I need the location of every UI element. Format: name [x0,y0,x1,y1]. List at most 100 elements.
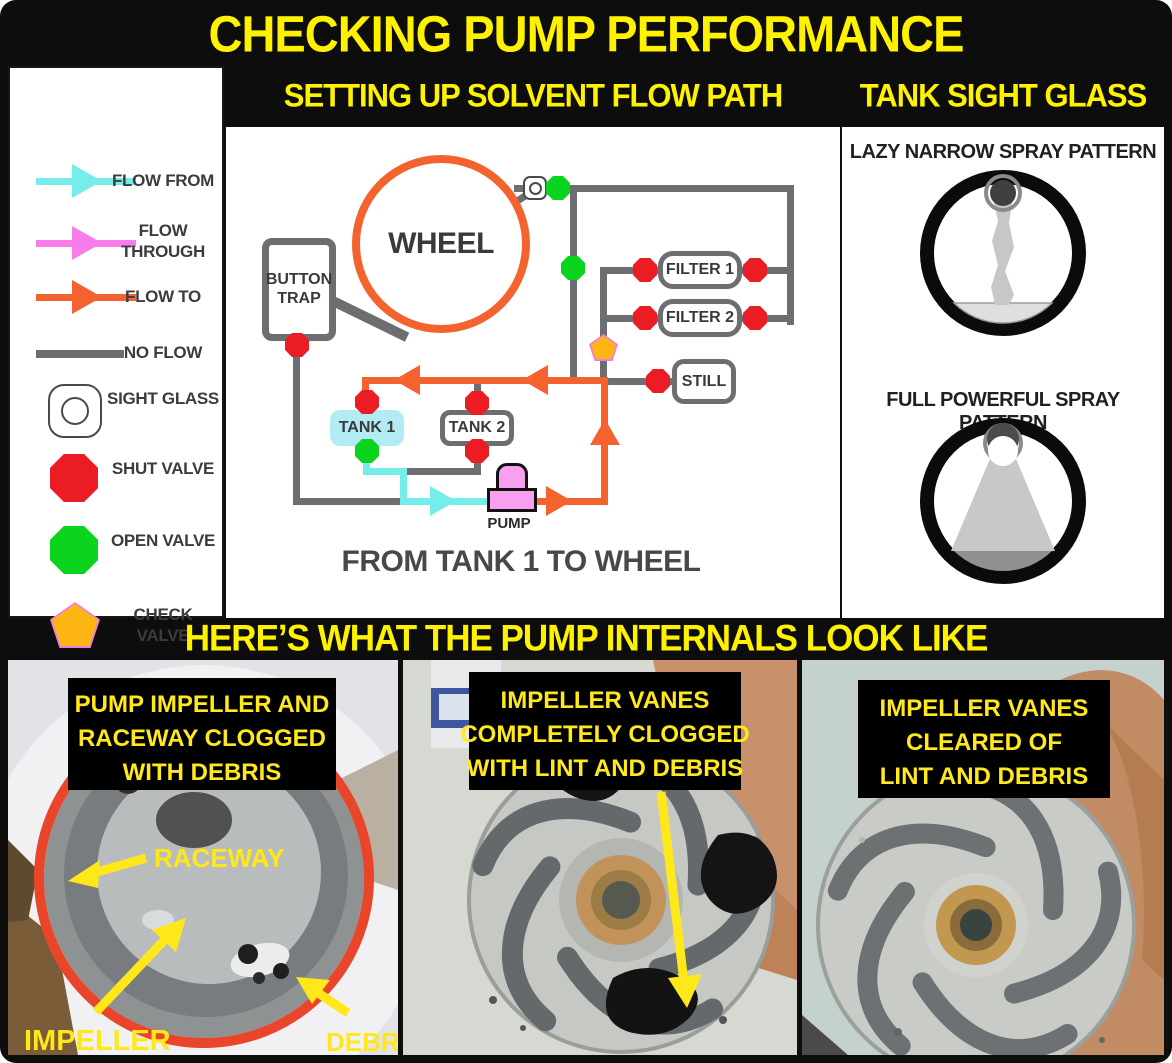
raceway-annotation: RACEWAY [154,843,285,873]
flow-to-arrowhead-up [590,419,620,445]
shut-valve-icon [50,454,98,502]
pump-label: PUMP [487,515,531,532]
photo2-caption-line2: COMPLETELY CLOGGED [460,721,749,748]
legend-item-no-flow: NO FLOW [10,336,226,370]
flow-from-arrow-icon [36,164,136,198]
no-flow-line-icon [36,350,124,358]
legend-label: SIGHT GLASS [107,389,219,408]
shut-valve-filter2-in [633,306,657,330]
shut-valve-filter2-out [743,306,767,330]
pipe-orange-top [362,377,608,384]
flow-to-arrowhead-left1 [394,365,420,395]
node-wheel: WHEEL [352,155,530,333]
flow-to-arrowhead-right [546,486,572,516]
shut-valve-still [646,369,670,393]
legend-label: NO FLOW [123,343,203,362]
check-valve-manifold-fill [591,336,616,359]
legend-label: FLOW THROUGH [121,221,205,262]
lazy-spray-label: LAZY NARROW SPRAY PATTERN [849,141,1157,163]
node-filter2: FILTER 2 [658,299,742,337]
filter1-label: FILTER 1 [665,261,735,278]
pipe-bottom-horizontal [293,498,409,505]
liquid-pool [952,302,1054,324]
shut-valve-tank2-bottom [465,439,489,463]
shut-valve-filter1-in [633,258,657,282]
photo2-caption-line1: IMPELLER VANES [501,687,710,714]
flow-to-arrow-icon [36,280,136,314]
pipe-cyan-vertical [400,468,407,505]
flow-to-arrowhead-left2 [522,365,548,395]
full-spray-glass [920,418,1086,584]
pipe-cyan-elbow [363,468,407,475]
open-valve-icon [50,526,98,574]
legend-item-flow-from: FLOW FROM [10,164,226,204]
page-title: CHECKING PUMP PERFORMANCE [208,4,965,63]
button-trap-label: BUTTON TRAP [265,271,333,307]
shut-valve-tank1-top [355,390,379,414]
open-valve-wheel-line [546,176,570,200]
legend-panel: FLOW FROM FLOW THROUGH FLOW TO NO FLOW [8,66,226,648]
legend-item-flow-through: FLOW THROUGH [10,220,226,264]
photo1-caption-line2: RACEWAY CLOGGED [78,725,326,752]
photo-impeller-raceway-clogged: PUMP IMPELLER AND RACEWAY CLOGGED WITH D… [8,660,398,1055]
pipe-top-horizontal [514,185,794,192]
photo3-caption-line1: IMPELLER VANES [880,695,1089,722]
photo-impeller-cleared: IMPELLER VANES CLEARED OF LINT AND DEBRI… [802,660,1164,1055]
legend-label: FLOW FROM [111,171,215,190]
wide-spray-cone [951,447,1055,551]
debris-annotation: DEBRIS [326,1027,398,1055]
diagram-sight-glass-icon [523,176,547,200]
sight-glass-panel: LAZY NARROW SPRAY PATTERN FULL POWERFUL … [842,127,1164,618]
lazy-spray-glass [920,170,1086,336]
node-button-trap: BUTTON TRAP [262,238,336,341]
pipe-filter2-left [600,315,662,322]
liquid-pool [954,551,1052,572]
pipe-filter1-left [600,267,662,274]
open-valve-wheel-down [561,256,585,280]
sight-panel-header: TANK SIGHT GLASS [859,77,1148,114]
legend-label: FLOW TO [125,287,201,306]
flow-caption: FROM TANK 1 TO WHEEL [341,545,701,578]
pipe-left-vertical [293,345,300,505]
legend-item-shut-valve: SHUT VALVE [10,454,226,510]
pipe-tank2-horizontal [403,468,481,475]
node-still: STILL [672,359,736,404]
still-label: STILL [681,372,727,390]
pump-icon-base [487,488,537,512]
pipe-filter-manifold [600,267,607,384]
tank1-label: TANK 1 [338,419,396,436]
shut-valve-filter1-out [743,258,767,282]
flow-through-arrow-icon [36,226,136,260]
flow-from-arrowhead [430,486,456,516]
legend-item-open-valve: OPEN VALVE [10,526,226,582]
pipe-filter1-right [741,267,794,274]
photo3-caption-line3: LINT AND DEBRIS [880,763,1088,790]
photo2-caption-line3: WITH LINT AND DEBRIS [467,755,743,782]
narrow-stream [991,203,1014,305]
pipe-right-vertical [787,185,794,325]
open-valve-tank1-bottom [355,439,379,463]
node-filter1: FILTER 1 [658,251,742,289]
legend-item-flow-to: FLOW TO [10,280,226,320]
photo1-caption-line1: PUMP IMPELLER AND [75,691,330,718]
internals-header: HERE’S WHAT THE PUMP INTERNALS LOOK LIKE [184,618,989,659]
flow-panel-header: SETTING UP SOLVENT FLOW PATH [283,77,783,114]
impeller-annotation: IMPELLER [24,1025,171,1055]
tank2-label: TANK 2 [448,419,506,436]
shut-valve-tank2-top [465,391,489,415]
photo3-caption-line2: CLEARED OF [906,729,1062,756]
sight-glass-icon [48,384,102,438]
flow-diagram: WHEEL BUTTON TRAP FILTER 1 FILTER 2 STIL… [226,127,840,618]
pipe-still [603,378,679,385]
legend-label: CHECK VALVE [133,605,193,646]
shut-valve-buttontrap [285,333,309,357]
legend-label: SHUT VALVE [111,459,215,478]
filter2-label: FILTER 2 [665,309,735,326]
pipe-filter2-right [741,315,794,322]
legend-item-check-valve: CHECK VALVE [10,600,226,656]
photo-impeller-clogged: IMPELLER VANES COMPLETELY CLOGGED WITH L… [403,660,797,1055]
wheel-label: WHEEL [388,227,494,260]
legend-item-sight-glass: SIGHT GLASS [10,384,226,440]
legend-label: OPEN VALVE [110,531,216,550]
